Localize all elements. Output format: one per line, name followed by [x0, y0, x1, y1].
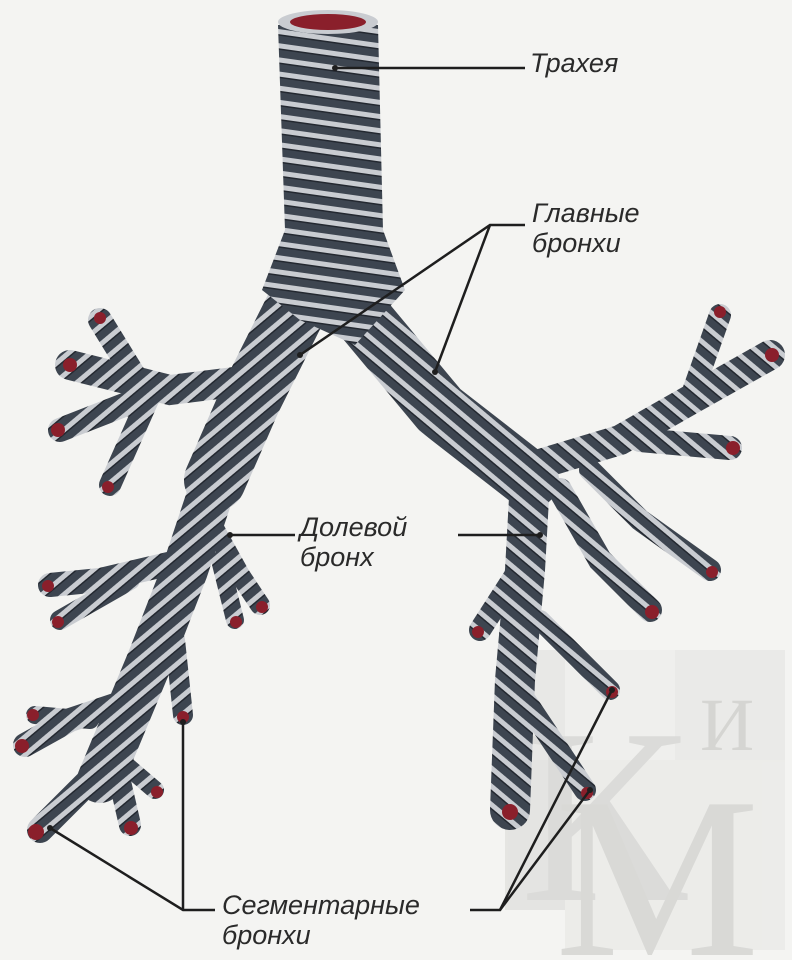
label-main-bronchi: Главные бронхи: [532, 198, 640, 258]
trachea: [262, 10, 405, 345]
label-main-bronchi-line1: Главные: [532, 198, 640, 228]
main-bronchi-leader-line-right: [435, 225, 490, 372]
label-lobar-bronchus-line2: бронх: [300, 542, 407, 572]
label-segmental-bronchi-line1: Сегментарные: [222, 890, 420, 920]
label-main-bronchi-line2: бронхи: [532, 228, 640, 258]
label-segmental-bronchi: Сегментарные бронхи: [222, 890, 420, 950]
label-segmental-bronchi-line2: бронхи: [222, 920, 420, 950]
left-bronchial-tree: [25, 300, 300, 830]
label-trachea: Трахея: [530, 48, 618, 78]
watermark-logo: К И М: [505, 650, 785, 960]
segmental-bronchi-leader-line-1: [50, 828, 215, 910]
label-trachea-text: Трахея: [530, 48, 618, 78]
label-lobar-bronchus-line1: Долевой: [300, 512, 407, 542]
label-lobar-bronchus: Долевой бронх: [300, 512, 407, 572]
